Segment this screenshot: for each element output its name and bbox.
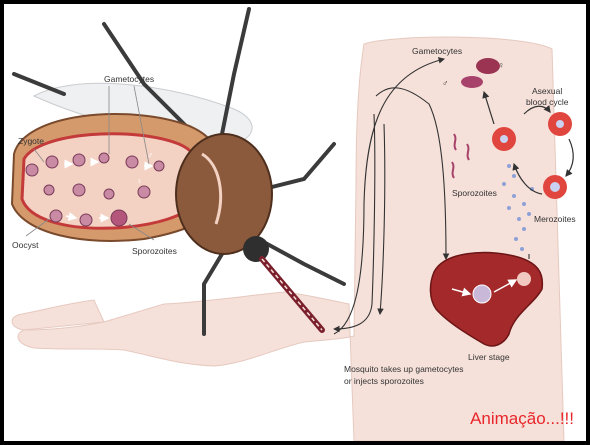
label-zygote: Zygote (18, 136, 44, 146)
label-gametocytes-right: Gametocytes (412, 46, 462, 56)
label-gametocytes-left: Gametocytes (104, 74, 154, 84)
male-symbol-right: ♂ (442, 78, 448, 88)
caption-line-1: Mosquito takes up gametocytes (344, 364, 464, 374)
label-merozoites: Merozoites (534, 214, 576, 224)
label-sporozoites-right: Sporozoites (452, 188, 497, 198)
label-sporozoites-left: Sporozoites (132, 246, 177, 256)
animation-caption: Animação...!!! (470, 409, 574, 429)
mosquito-thorax (176, 134, 272, 254)
malaria-life-cycle-diagram: Gametocytes Zygote Oocyst Sporozoites ♂ … (4, 4, 586, 441)
label-blood-cycle: blood cycle (526, 97, 569, 107)
caption-line-2: or injects sporozoites (344, 376, 424, 386)
label-liver-stage: Liver stage (468, 352, 510, 362)
label-oocyst: Oocyst (12, 240, 39, 250)
female-symbol-right: ♀ (498, 60, 504, 70)
female-symbol-left: ♀ (136, 176, 142, 186)
slide: Gametocytes Zygote Oocyst Sporozoites ♂ … (4, 4, 586, 441)
male-symbol-left: ♂ (147, 150, 153, 160)
label-asexual: Asexual (532, 86, 562, 96)
